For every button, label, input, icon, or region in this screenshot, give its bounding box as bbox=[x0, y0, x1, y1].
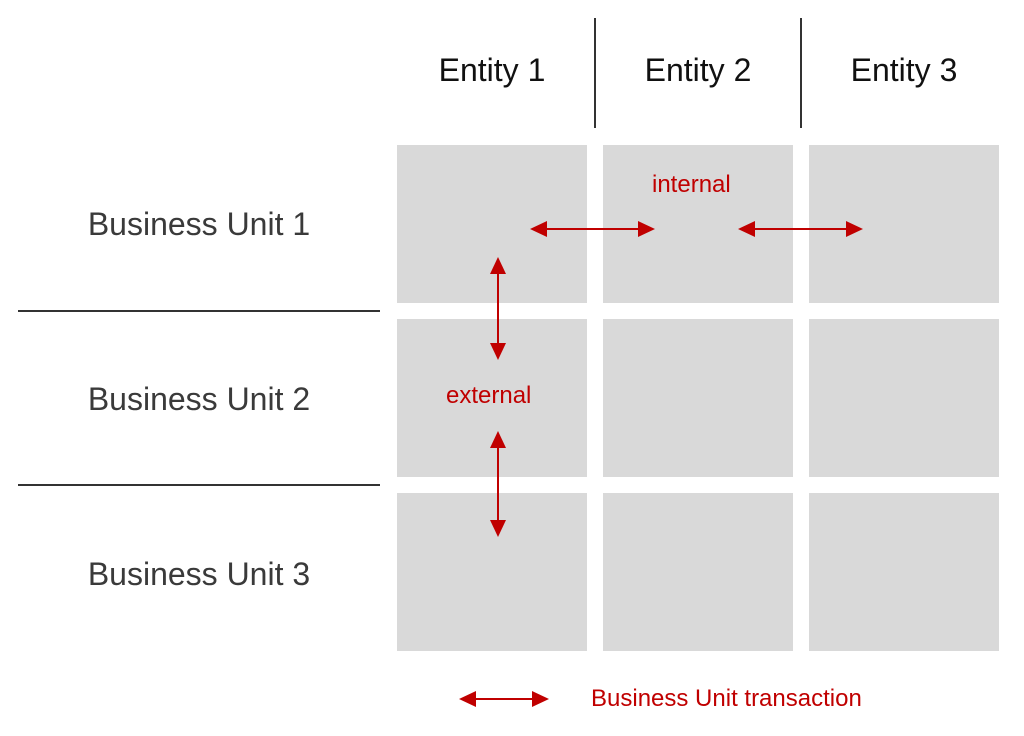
row-divider bbox=[18, 484, 380, 486]
column-header-entity-1: Entity 1 bbox=[438, 52, 546, 88]
row-divider bbox=[18, 310, 380, 312]
column-header-entity-3: Entity 3 bbox=[850, 52, 958, 88]
row-label-business-unit-3: Business Unit 3 bbox=[87, 556, 311, 592]
row-label-business-unit-2: Business Unit 2 bbox=[87, 381, 311, 417]
cell-bu3-entity1 bbox=[397, 493, 587, 651]
legend-double-arrow-icon bbox=[459, 691, 549, 707]
cell-bu1-entity3 bbox=[809, 145, 999, 303]
cell-bu1-entity2 bbox=[603, 145, 793, 303]
double-arrow-icon bbox=[738, 221, 863, 237]
double-arrow-icon bbox=[490, 257, 506, 360]
legend-label: Business Unit transaction bbox=[591, 685, 862, 712]
cell-bu3-entity2 bbox=[603, 493, 793, 651]
double-arrow-icon bbox=[530, 221, 655, 237]
cell-bu2-entity3 bbox=[809, 319, 999, 477]
column-divider bbox=[800, 18, 802, 128]
column-divider bbox=[594, 18, 596, 128]
cell-bu3-entity3 bbox=[809, 493, 999, 651]
row-label-business-unit-1: Business Unit 1 bbox=[87, 206, 311, 242]
double-arrow-icon bbox=[490, 431, 506, 537]
cell-bu1-entity1 bbox=[397, 145, 587, 303]
cell-bu2-entity2 bbox=[603, 319, 793, 477]
internal-label: internal bbox=[652, 171, 731, 198]
external-label: external bbox=[446, 382, 532, 409]
column-header-entity-2: Entity 2 bbox=[644, 52, 752, 88]
